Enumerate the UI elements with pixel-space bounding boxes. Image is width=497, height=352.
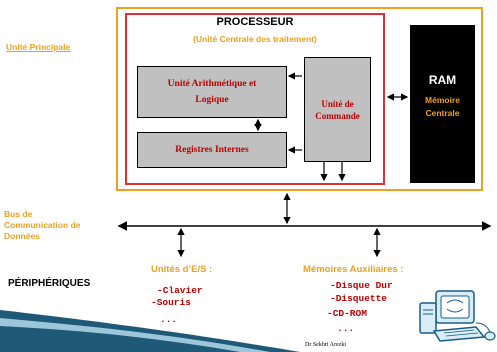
registres-box: Registres Internes: [137, 132, 287, 168]
peripheriques-label: PÉRIPHÉRIQUES: [8, 278, 91, 289]
ual-label-line1: Unité Arithmétique et: [167, 79, 257, 89]
memaux-item-cdrom: -CD-ROM: [327, 308, 367, 319]
unite-commande-box: Unité de Commande: [304, 57, 371, 162]
slide-swoosh: [0, 310, 300, 352]
bus-label-line2: Communication de: [4, 220, 81, 230]
io-item-souris: -Souris: [151, 297, 191, 308]
ual-box: Unité Arithmétique et Logique: [137, 66, 287, 118]
bus-label: Bus de Communication de Données: [4, 209, 81, 242]
uc-label-line1: Unité de: [321, 98, 354, 109]
memaux-item-disquette: -Disquette: [330, 293, 388, 304]
unite-principale-label: Unité Principale: [6, 42, 71, 52]
unite-principale-box: [116, 7, 483, 191]
processeur-title: PROCESSEUR: [216, 16, 294, 28]
io-units-title: Unités d’E/S :: [151, 264, 213, 275]
computer-icon: [419, 290, 496, 342]
io-item-clavier: -Clavier: [157, 285, 203, 296]
processeur-subtitle: (Unité Centrale des traitement): [193, 34, 317, 44]
io-item-more: ...: [160, 314, 178, 325]
ual-label-line2: Logique: [195, 95, 229, 105]
bus-label-line1: Bus de: [4, 209, 33, 219]
slide-swoosh-light: [0, 318, 270, 352]
registres-label: Registres Internes: [175, 145, 249, 155]
bus-label-line3: Données: [4, 231, 40, 241]
ram-title: RAM: [428, 73, 457, 87]
memoires-auxiliaires-title: Mémoires Auxiliaires :: [303, 264, 404, 275]
uc-label-line2: Commande: [315, 110, 360, 121]
credit-text: Dr Sekhri Arezki: [305, 342, 346, 348]
ram-box: [410, 25, 475, 183]
memaux-item-more: ...: [337, 323, 355, 334]
ram-sub-line2: Centrale: [425, 108, 460, 118]
ram-sub-line1: Mémoire: [425, 95, 460, 105]
processeur-box: [125, 13, 385, 185]
ram-subtitle: Mémoire Centrale: [410, 94, 475, 120]
memaux-item-disque-dur: -Disque Dur: [330, 280, 393, 291]
